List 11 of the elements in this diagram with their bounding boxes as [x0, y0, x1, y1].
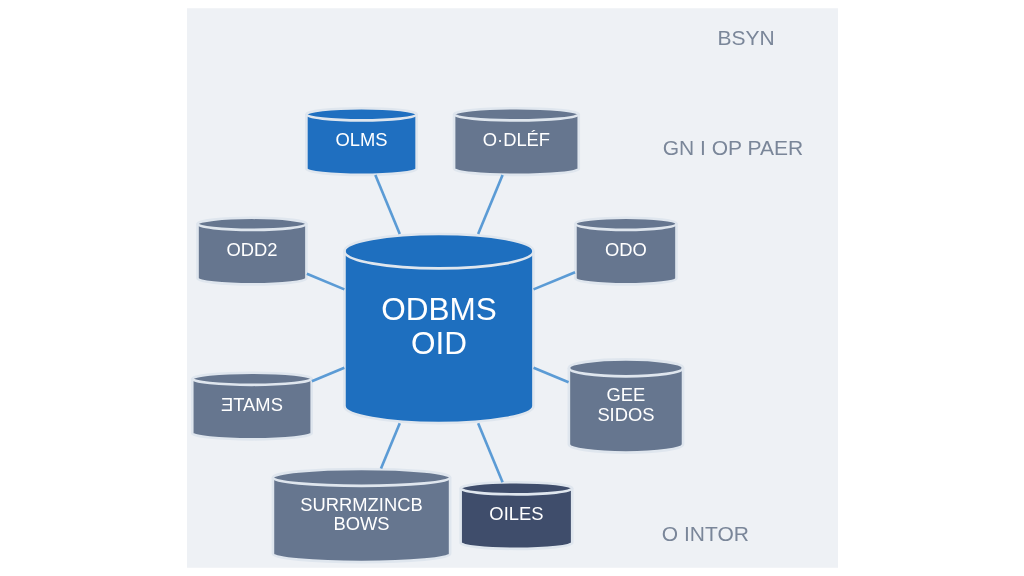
connector [373, 174, 401, 235]
label: BSYN [717, 25, 775, 49]
connector [305, 272, 345, 291]
connector [532, 366, 569, 384]
connector [476, 422, 504, 483]
label: O INTOR [661, 521, 749, 545]
connector [532, 271, 576, 291]
label: GN I OP PAER [662, 136, 803, 160]
connector [310, 366, 345, 383]
connector [476, 174, 504, 235]
connector [379, 422, 401, 469]
